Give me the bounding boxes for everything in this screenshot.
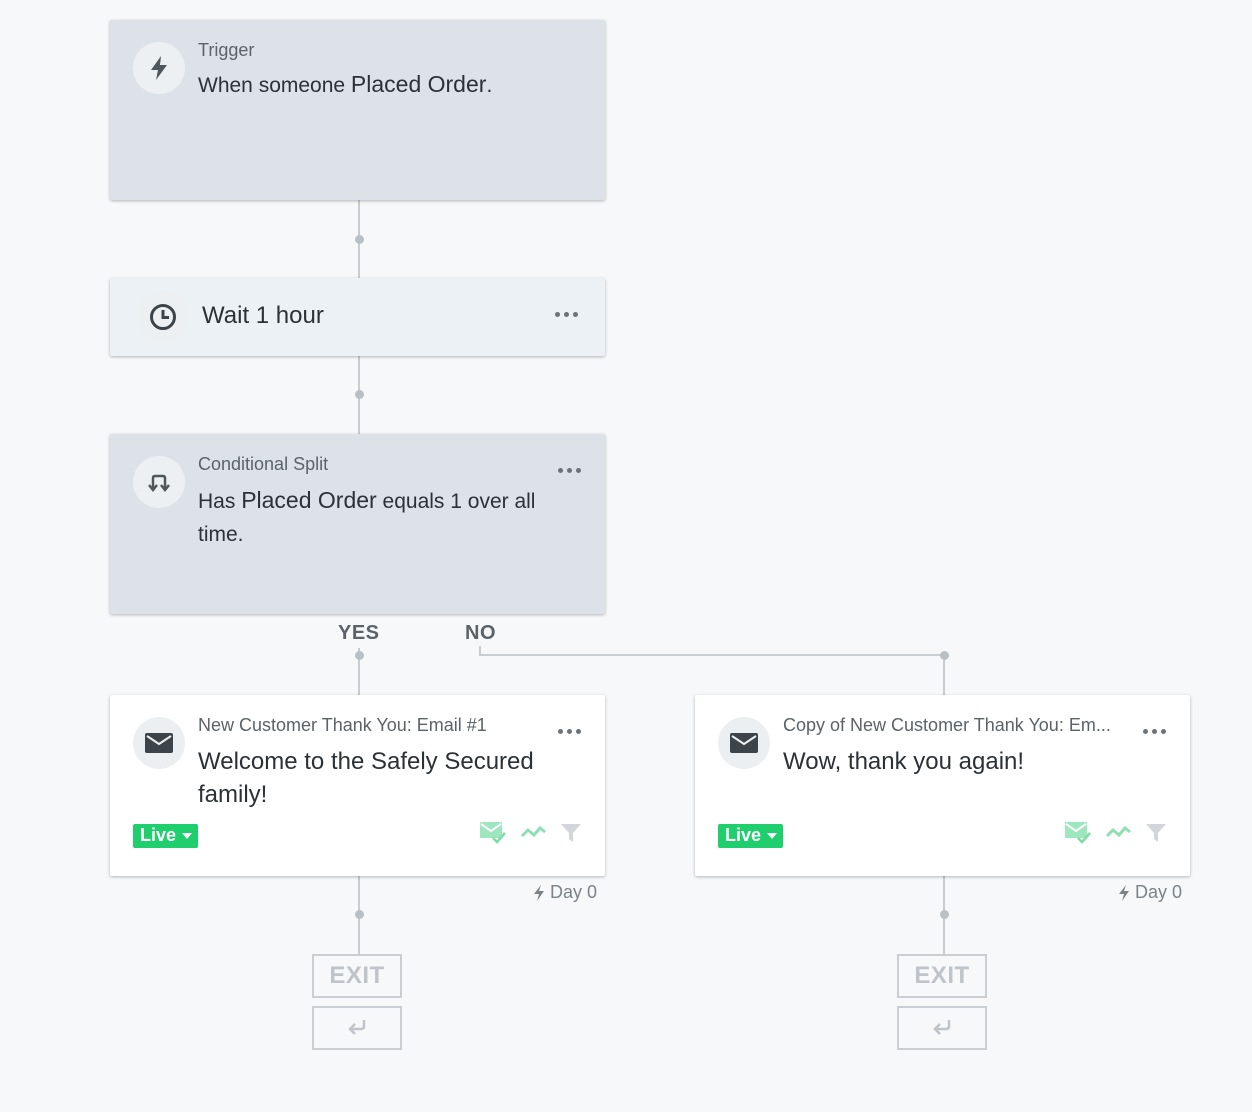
- email-2-status-dropdown[interactable]: Live: [718, 824, 784, 848]
- exit-return-button-right[interactable]: [897, 1006, 987, 1050]
- email-2-title: Copy of New Customer Thank You: Em...: [783, 715, 1111, 735]
- email-1-day: Day 0: [532, 882, 597, 903]
- email-1-more-button[interactable]: [558, 729, 581, 734]
- connector-node: [354, 390, 364, 399]
- caret-down-icon: [767, 832, 778, 839]
- trend-icon: [520, 825, 546, 838]
- trigger-description: When someone Placed Order.: [198, 71, 493, 97]
- exit-label-left: EXIT: [312, 954, 402, 998]
- lightning-icon: [534, 884, 544, 901]
- connector-node: [939, 651, 949, 660]
- funnel-icon: [561, 824, 581, 842]
- email-2-subject: Wow, thank you again!: [783, 748, 1025, 775]
- trigger-event: Placed Order: [350, 71, 487, 97]
- email-check-icon: [1065, 822, 1091, 844]
- wait-card[interactable]: Wait 1 hour: [110, 278, 605, 356]
- connector-node: [354, 651, 364, 660]
- caret-down-icon: [182, 832, 193, 839]
- lightning-icon: [133, 42, 185, 94]
- conditional-split-card[interactable]: Conditional Split Has Placed Order equal…: [110, 434, 605, 614]
- email-2-day: Day 0: [1117, 882, 1182, 903]
- clock-icon: [137, 291, 189, 343]
- lightning-icon: [1119, 884, 1129, 901]
- connector-node: [354, 910, 364, 919]
- email-card-1[interactable]: New Customer Thank You: Email #1 Welcome…: [110, 695, 605, 876]
- connector-no-branch-down: [943, 654, 945, 695]
- connector-yes-branch: [358, 648, 360, 695]
- split-icon: [133, 456, 185, 508]
- no-branch-label: NO: [465, 622, 496, 644]
- exit-return-button-left[interactable]: [312, 1006, 402, 1050]
- split-event: Placed Order: [241, 487, 377, 513]
- trigger-label: Trigger: [198, 40, 255, 60]
- email-check-icon: [480, 822, 506, 844]
- email-1-status-dropdown[interactable]: Live: [133, 824, 199, 848]
- trend-icon: [1105, 825, 1131, 838]
- wait-more-button[interactable]: [555, 312, 578, 317]
- email-1-title: New Customer Thank You: Email #1: [198, 715, 487, 735]
- email-card-2[interactable]: Copy of New Customer Thank You: Em... Wo…: [695, 695, 1190, 876]
- connector-node: [354, 234, 364, 244]
- return-arrow-icon: [933, 1020, 951, 1035]
- split-label: Conditional Split: [198, 454, 329, 474]
- email-2-metrics: [1065, 822, 1167, 844]
- exit-label-right: EXIT: [897, 954, 987, 998]
- email-2-more-button[interactable]: [1143, 729, 1166, 734]
- return-arrow-icon: [348, 1020, 366, 1035]
- split-more-button[interactable]: [558, 468, 581, 473]
- connector-node: [939, 910, 949, 919]
- envelope-icon: [133, 717, 185, 769]
- email-1-metrics: [480, 822, 582, 844]
- envelope-icon: [718, 717, 770, 769]
- funnel-icon: [1146, 824, 1166, 842]
- wait-label: Wait 1 hour: [202, 302, 324, 329]
- trigger-card[interactable]: Trigger When someone Placed Order.: [110, 20, 605, 200]
- connector-no-branch: [479, 654, 945, 656]
- yes-branch-label: YES: [338, 622, 380, 644]
- connector-no-branch-start: [479, 646, 481, 656]
